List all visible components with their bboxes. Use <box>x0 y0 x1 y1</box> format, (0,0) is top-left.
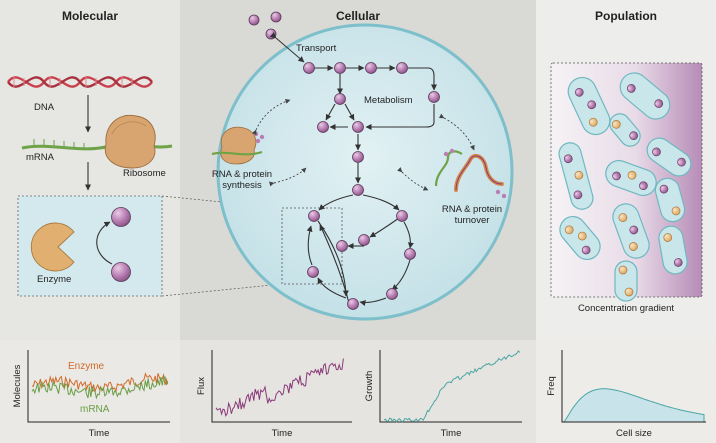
bacterial-cell <box>612 203 650 259</box>
trace-enzyme <box>31 372 169 393</box>
cell-molecule-purple <box>673 258 683 267</box>
cell-molecule-purple <box>629 225 639 235</box>
cell-molecule-orange <box>663 233 673 242</box>
plot-growth-xlabel: Time <box>441 428 462 439</box>
cell-molecule-purple <box>629 131 639 141</box>
transport-arrow <box>269 32 305 63</box>
trace-growth <box>383 350 521 423</box>
label-transport: Transport <box>296 43 337 54</box>
label-dna: DNA <box>34 102 55 113</box>
label-turnover-line1: RNA & protein <box>442 204 502 215</box>
label-concentration-gradient: Concentration gradient <box>578 303 674 314</box>
bacterial-cells <box>558 72 692 302</box>
plot-flux: Flux Time <box>196 350 352 439</box>
legend-mrna: mRNA <box>80 404 110 415</box>
plot-freq-ylabel: Freq <box>546 376 557 396</box>
metabolite-nodes <box>303 62 440 310</box>
plot-growth: Growth Time <box>364 350 522 439</box>
plot-freq-xlabel: Cell size <box>616 428 652 439</box>
cell-molecule-purple <box>639 181 648 191</box>
cell-molecule-orange <box>671 206 681 216</box>
plot-growth-ylabel: Growth <box>364 371 375 402</box>
plot-molecules: Molecules Time Enzyme mRNA <box>12 350 170 439</box>
trace-mrna <box>31 376 169 400</box>
cell-molecule-purple <box>626 84 636 93</box>
bacterial-cell <box>646 137 692 177</box>
enzyme-icon <box>30 222 75 272</box>
bacterial-cell <box>558 142 594 210</box>
cell-size-distribution <box>563 388 705 423</box>
cell-molecule-orange <box>629 242 638 251</box>
cell-molecule-orange <box>618 213 628 222</box>
cell-molecule-orange <box>611 119 621 129</box>
cell-molecule-purple <box>574 87 584 97</box>
label-mrna: mRNA <box>26 152 55 163</box>
cell-molecule-orange <box>627 170 637 180</box>
synthesis-ribosome-icon <box>211 126 265 165</box>
cell-molecule-purple <box>677 157 686 167</box>
cell-molecule-orange <box>588 117 598 127</box>
substrate-molecule <box>111 262 131 282</box>
plot-flux-xlabel: Time <box>272 428 293 439</box>
bacterial-cell <box>609 113 641 147</box>
arrow-enzyme-reaction <box>96 221 113 265</box>
plot-freq: Freq Cell size <box>546 350 706 439</box>
dna-helix <box>7 76 153 88</box>
cell-molecule-purple <box>612 171 621 181</box>
bacterial-cell <box>614 260 638 302</box>
metabolic-network <box>306 65 437 307</box>
header-cellular: Cellular <box>336 9 380 23</box>
plot-flux-ylabel: Flux <box>196 377 207 395</box>
cell-molecule-purple <box>587 100 597 110</box>
trace-flux <box>215 358 344 417</box>
bacterial-cell <box>559 215 601 261</box>
plot-molecules-xlabel: Time <box>89 428 110 439</box>
cell-molecule-purple <box>652 147 661 157</box>
cell-molecule-purple <box>581 245 591 255</box>
bacterial-cell <box>619 72 671 120</box>
legend-enzyme: Enzyme <box>68 361 105 372</box>
external-molecule <box>270 11 282 23</box>
external-molecule <box>265 28 277 40</box>
enzyme-box: Enzyme <box>17 195 163 297</box>
cell-molecule-purple <box>654 99 664 108</box>
cell-molecule-orange <box>577 231 587 241</box>
bacterial-cell <box>654 177 686 223</box>
dotted-arrow-turnover-network <box>397 167 429 191</box>
plot-molecules-ylabel: Molecules <box>12 364 23 407</box>
label-synthesis-line2: synthesis <box>222 180 262 191</box>
turnover-strands-icon <box>434 148 507 199</box>
cell-molecule-orange <box>624 287 634 297</box>
cell-molecule-purple <box>573 190 583 200</box>
dotted-arrow-turnover-metabolism <box>438 113 475 151</box>
label-enzyme: Enzyme <box>37 274 71 285</box>
label-metabolism: Metabolism <box>364 95 413 106</box>
header-molecular: Molecular <box>62 9 118 23</box>
header-population: Population <box>595 9 657 23</box>
product-molecule <box>111 207 131 227</box>
ribosome-icon <box>104 114 156 169</box>
external-molecule <box>248 14 260 26</box>
bacterial-cell <box>658 225 688 275</box>
dotted-arrow-synthesis-network <box>269 167 307 187</box>
cell-molecule-orange <box>574 170 584 180</box>
label-synthesis-line1: RNA & protein <box>212 169 272 180</box>
cell-molecule-orange <box>618 265 628 275</box>
cell-molecule-purple <box>659 184 669 194</box>
cell-molecule-purple <box>563 154 573 164</box>
label-turnover-line2: turnover <box>455 215 490 226</box>
label-ribosome: Ribosome <box>123 168 166 179</box>
cell-molecule-orange <box>564 225 574 235</box>
bacterial-cell <box>567 76 611 136</box>
